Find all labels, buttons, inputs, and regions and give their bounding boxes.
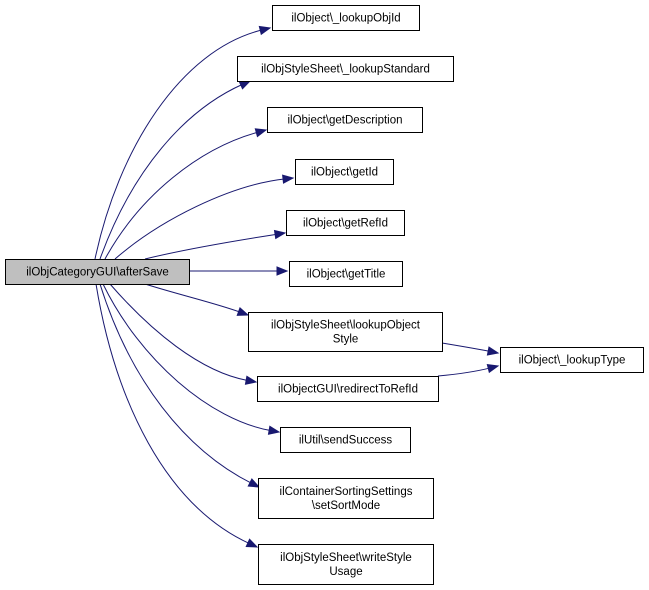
node-box (237, 56, 454, 82)
node-n12[interactable]: ilObject\_lookupType (500, 347, 644, 373)
edge-root-to-n4 (114, 178, 286, 260)
node-label: ilObjStyleSheet\writeStyle (280, 552, 412, 564)
arrowhead-n7-to-n12 (486, 346, 500, 356)
arrowhead-root-to-n7 (236, 306, 250, 316)
node-label: ilObject\_lookupObjId (291, 13, 400, 25)
node-label: ilContainerSortingSettings (280, 486, 413, 498)
node-box (257, 376, 439, 402)
node-label: ilObjCategoryGUI\afterSave (26, 267, 169, 279)
node-n9[interactable]: ilUtil\sendSuccess (280, 427, 411, 453)
root-node[interactable]: ilObjCategoryGUI\afterSave (5, 259, 190, 285)
arrowhead-root-to-n11 (245, 538, 259, 548)
arrowhead-root-to-n10 (247, 478, 261, 488)
arrowhead-root-to-n6 (276, 266, 289, 276)
node-box (286, 210, 405, 236)
node-label: ilObject\_lookupType (519, 355, 626, 367)
node-box (258, 478, 434, 519)
node-n6[interactable]: ilObject\getTitle (289, 261, 403, 287)
arrowhead-n8-to-n12 (486, 363, 500, 374)
node-n4[interactable]: ilObject\getId (295, 159, 394, 185)
node-box (295, 159, 394, 185)
edge-root-to-n1 (94, 29, 263, 260)
arrowhead-root-to-n8 (244, 375, 258, 385)
node-label: ilObject\getTitle (307, 269, 386, 281)
node-label: ilObject\getId (311, 167, 378, 179)
arrowhead-root-to-n9 (267, 425, 281, 435)
node-box (5, 259, 190, 285)
arrowhead-root-to-n4 (282, 174, 295, 184)
node-n8[interactable]: ilObjectGUI\redirectToRefId (257, 376, 439, 402)
edge-root-to-n3 (104, 131, 259, 260)
node-label: ilObject\getRefId (303, 218, 388, 230)
node-box (500, 347, 644, 373)
node-label: Style (333, 334, 359, 346)
edge-root-to-n8 (109, 283, 249, 382)
node-n5[interactable]: ilObject\getRefId (286, 210, 405, 236)
edge-root-to-n11 (95, 283, 250, 545)
node-label: ilObjStyleSheet\lookupObject (271, 320, 421, 332)
node-n3[interactable]: ilObject\getDescription (267, 107, 423, 133)
node-n1[interactable]: ilObject\_lookupObjId (272, 5, 420, 31)
node-label: ilObjStyleSheet\_lookupStandard (261, 64, 430, 76)
node-label: ilObject\getDescription (287, 115, 402, 127)
edge-root-to-n9 (102, 283, 272, 432)
node-box (248, 312, 443, 352)
edge-n7-to-n12 (441, 342, 491, 352)
edge-root-to-n2 (99, 83, 243, 260)
node-box (289, 261, 403, 287)
nodes-layer: ilObjCategoryGUI\afterSave ilObject\_look… (5, 5, 644, 585)
edge-n8-to-n12 (437, 367, 491, 377)
edges-layer (94, 25, 500, 548)
node-n2[interactable]: ilObjStyleSheet\_lookupStandard (237, 56, 454, 82)
edge-root-to-n7 (144, 283, 241, 313)
node-box (267, 107, 423, 133)
arrowhead-root-to-n1 (258, 25, 272, 36)
edge-root-to-n10 (99, 283, 253, 484)
node-box (272, 5, 420, 31)
node-label: \setSortMode (312, 500, 380, 512)
node-label: Usage (329, 566, 362, 578)
arrowhead-root-to-n5 (273, 229, 287, 240)
node-box (258, 544, 434, 585)
edge-root-to-n5 (144, 233, 278, 260)
node-n10[interactable]: ilContainerSortingSettings \setSortMode (258, 478, 434, 519)
arrowhead-root-to-n2 (238, 80, 252, 90)
node-box (280, 427, 411, 453)
node-label: ilObjectGUI\redirectToRefId (278, 384, 418, 396)
arrowhead-root-to-n3 (254, 128, 268, 138)
node-label: ilUtil\sendSuccess (299, 435, 393, 447)
